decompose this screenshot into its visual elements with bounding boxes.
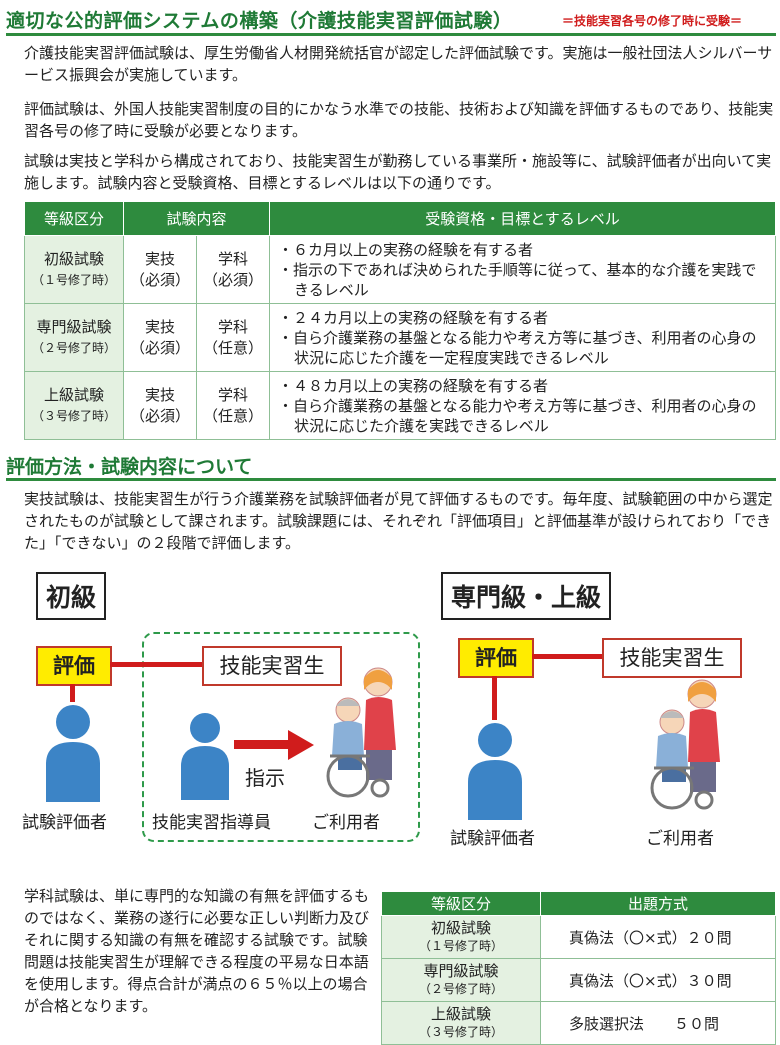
arrow-right-icon <box>234 730 314 760</box>
header-level: 等級区分 <box>24 201 124 236</box>
academic-cell: 学科（任意） <box>196 371 270 440</box>
level-cell: 専門級試験（２号修了時） <box>24 303 124 372</box>
evaluation-badge: 評価 <box>458 638 534 678</box>
header-level: 等級区分 <box>381 891 541 916</box>
practical-cell: 実技（必須） <box>123 235 197 304</box>
intro-paragraph-1: 介護技能実習評価試験は、厚生労働省人材開発統括官が認定した評価試験です。実施は一… <box>24 44 773 84</box>
table-row: 専門級試験（２号修了時） 実技（必須） 学科（任意） ・２４カ月以上の実務の経験… <box>24 303 776 372</box>
connector-line <box>492 676 497 720</box>
connector-line <box>70 684 75 702</box>
level-cell: 上級試験（３号修了時） <box>381 1001 541 1045</box>
instruction-label: 指示 <box>245 766 285 790</box>
title-note: ＝技能実習各号の修了時に受験＝ <box>562 14 743 28</box>
format-cell: 真偽法（〇×式）３０問 <box>540 958 776 1002</box>
format-cell: 多肢選択法 ５０問 <box>540 1001 776 1045</box>
intro-paragraph-2: 評価試験は、外国人技能実習制度の目的にかなう水準での技能、技術および知識を評価す… <box>24 100 774 140</box>
requirement-cell: ・４８カ月以上の実務の経験を有する者・自ら介護業務の基盤となる能力や考え方等に基… <box>269 371 776 440</box>
academic-format-table: 等級区分 出題方式 初級試験（１号修了時） 真偽法（〇×式）２０問 専門級試験（… <box>381 891 776 1045</box>
diagram-label-basic: 初級 <box>36 572 107 620</box>
instructor-person-icon <box>181 713 229 800</box>
table-row: 上級試験（３号修了時） 実技（必須） 学科（任意） ・４８カ月以上の実務の経験を… <box>24 371 776 440</box>
user-caption: ご利用者 <box>312 813 380 833</box>
connector-line <box>110 662 202 667</box>
page-title: 適切な公的評価システムの構築（介護技能実習評価試験） <box>6 10 513 32</box>
header-content: 試験内容 <box>123 201 270 236</box>
requirement-cell: ・６カ月以上の実務の経験を有する者・指示の下であれば決められた手順等に従って、基… <box>269 235 776 304</box>
practical-cell: 実技（必須） <box>123 371 197 440</box>
caregiver-wheelchair-icon <box>326 667 396 798</box>
diagram-label-advanced: 専門級・上級 <box>441 572 612 620</box>
user-caption: ご利用者 <box>646 829 714 849</box>
header-format: 出題方式 <box>540 891 776 916</box>
table-header-row: 等級区分 試験内容 受験資格・目標とするレベル <box>24 201 776 236</box>
table-row: 上級試験（３号修了時） 多肢選択法 ５０問 <box>381 1001 776 1045</box>
section-title: 評価方法・試験内容について <box>6 456 253 478</box>
table-row: 初級試験（１号修了時） 真偽法（〇×式）２０問 <box>381 915 776 959</box>
level-cell: 初級試験（１号修了時） <box>24 235 124 304</box>
connector-line <box>532 654 604 659</box>
table-header-row: 等級区分 出題方式 <box>381 891 776 916</box>
format-cell: 真偽法（〇×式）２０問 <box>540 915 776 959</box>
examiner-caption: 試験評価者 <box>450 829 535 849</box>
exam-level-table: 等級区分 試験内容 受験資格・目標とするレベル 初級試験（１号修了時） 実技（必… <box>24 201 776 440</box>
practical-cell: 実技（必須） <box>123 303 197 372</box>
section-underline <box>6 478 776 481</box>
academic-cell: 学科（任意） <box>196 303 270 372</box>
table-row: 専門級試験（２号修了時） 真偽法（〇×式）３０問 <box>381 958 776 1002</box>
header-requirements: 受験資格・目標とするレベル <box>269 201 776 236</box>
practical-exam-paragraph: 実技試験は、技能実習生が行う介護業務を試験評価者が見て評価するものです。毎年度、… <box>24 490 773 552</box>
intro-paragraph-3: 試験は実技と学科から構成されており、技能実習生が勤務している事業所・施設等に、試… <box>24 152 772 192</box>
level-cell: 上級試験（３号修了時） <box>24 371 124 440</box>
examiner-person-icon <box>46 705 100 802</box>
trainee-box: 技能実習生 <box>202 646 342 686</box>
examiner-person-icon <box>468 723 522 820</box>
academic-cell: 学科（必須） <box>196 235 270 304</box>
table-row: 初級試験（１号修了時） 実技（必須） 学科（必須） ・６カ月以上の実務の経験を有… <box>24 235 776 304</box>
dashed-group <box>142 632 420 842</box>
instructor-caption: 技能実習指導員 <box>152 813 271 833</box>
academic-exam-paragraph: 学科試験は、単に専門的な知識の有無を評価するものではなく、業務の遂行に必要な正し… <box>24 887 370 1015</box>
trainee-box: 技能実習生 <box>602 638 742 678</box>
requirement-cell: ・２４カ月以上の実務の経験を有する者・自ら介護業務の基盤となる能力や考え方等に基… <box>269 303 776 372</box>
level-cell: 初級試験（１号修了時） <box>381 915 541 959</box>
level-cell: 専門級試験（２号修了時） <box>381 958 541 1002</box>
caregiver-wheelchair-icon <box>650 679 720 810</box>
evaluation-badge: 評価 <box>36 646 112 686</box>
examiner-caption: 試験評価者 <box>22 813 107 833</box>
title-underline <box>6 33 776 36</box>
